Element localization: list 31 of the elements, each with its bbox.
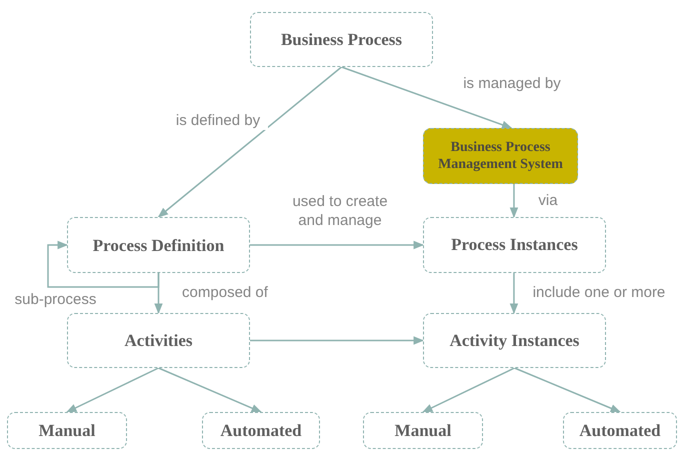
node-label: Process Instances [451, 234, 578, 256]
concept-box [67, 217, 250, 273]
node-label: Manual [38, 420, 96, 442]
connector-arrow [422, 367, 515, 413]
node-label: Activities [124, 330, 192, 352]
concept-box [67, 313, 250, 368]
connector-arrow [47, 240, 160, 288]
connector-arrow [158, 66, 342, 218]
concept-box [563, 412, 677, 449]
node-label: Business Process Management System [438, 139, 563, 173]
node-label: Manual [394, 420, 452, 442]
connector-arrow [158, 367, 262, 413]
concept-box [423, 217, 606, 273]
connector-arrow [66, 367, 159, 413]
connector-arrow [341, 66, 512, 129]
concept-box [423, 128, 578, 184]
connector-arrow [250, 240, 424, 250]
node-label: Activity Instances [450, 330, 580, 352]
connector-arrow [510, 184, 518, 218]
connector-arrow [250, 336, 424, 345]
node-label: Process Definition [92, 234, 224, 256]
node-label: Automated [220, 420, 302, 442]
concept-box [363, 412, 483, 449]
concept-box [250, 12, 433, 67]
connector-arrow [510, 273, 518, 314]
concept-box [423, 313, 606, 368]
node-label: Business Process [280, 28, 402, 51]
connector-arrow [514, 367, 621, 413]
node-label: Automated [579, 420, 661, 442]
concept-box [202, 412, 320, 449]
concept-box [7, 412, 127, 449]
